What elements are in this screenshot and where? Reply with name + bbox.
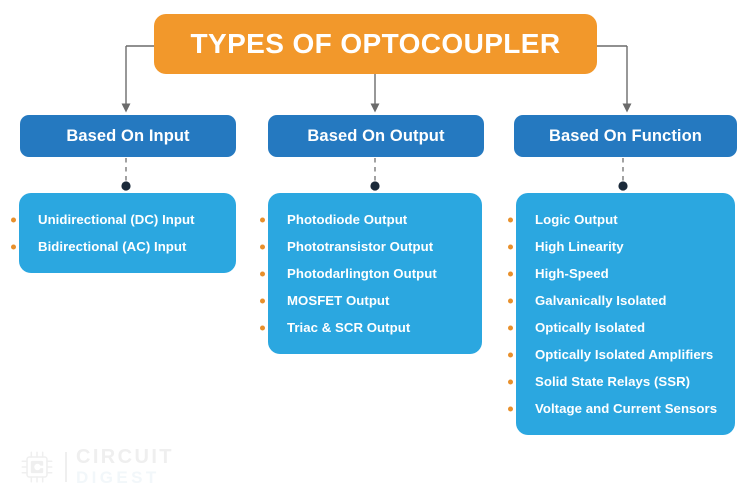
card-based-on-output: Photodiode Output Phototransistor Output…	[268, 193, 482, 354]
logo-divider	[65, 451, 67, 482]
list-item: MOSFET Output	[268, 287, 472, 314]
circuit-digest-watermark: CIRCUIT DIGEST	[18, 447, 174, 486]
list-item: Galvanically Isolated	[516, 287, 725, 314]
list-item: Photodiode Output	[268, 206, 472, 233]
list-based-on-output: Photodiode Output Phototransistor Output…	[268, 206, 472, 341]
card-based-on-function: Logic Output High Linearity High-Speed G…	[516, 193, 735, 435]
list-item: Logic Output	[516, 206, 725, 233]
list-item: Photodarlington Output	[268, 260, 472, 287]
list-item: Optically Isolated Amplifiers	[516, 341, 725, 368]
list-item: Bidirectional (AC) Input	[19, 233, 226, 260]
column-header-based-on-input: Based On Input	[20, 115, 236, 157]
diagram-title-text: TYPES OF OPTOCOUPLER	[190, 28, 561, 59]
card-based-on-input: Unidirectional (DC) Input Bidirectional …	[19, 193, 236, 273]
column-header-based-on-function: Based On Function	[514, 115, 737, 157]
logo-line-circuit: CIRCUIT	[76, 446, 174, 468]
list-item: Phototransistor Output	[268, 233, 472, 260]
list-item: High-Speed	[516, 260, 725, 287]
list-based-on-function: Logic Output High Linearity High-Speed G…	[516, 206, 725, 422]
list-item: Unidirectional (DC) Input	[19, 206, 226, 233]
column-header-label: Based On Input	[66, 126, 190, 145]
column-header-label: Based On Function	[549, 126, 702, 145]
diagram-title-box: TYPES OF OPTOCOUPLER	[154, 14, 597, 74]
column-header-based-on-output: Based On Output	[268, 115, 484, 157]
logo-line-digest: DIGEST	[76, 468, 160, 487]
list-item: High Linearity	[516, 233, 725, 260]
list-based-on-input: Unidirectional (DC) Input Bidirectional …	[19, 206, 226, 260]
list-item: Voltage and Current Sensors	[516, 395, 725, 422]
column-header-label: Based On Output	[307, 126, 445, 145]
list-item: Optically Isolated	[516, 314, 725, 341]
list-item: Solid State Relays (SSR)	[516, 368, 725, 395]
microchip-icon	[21, 451, 53, 482]
logo-wordmark: CIRCUIT DIGEST	[76, 447, 174, 486]
list-item: Triac & SCR Output	[268, 314, 472, 341]
